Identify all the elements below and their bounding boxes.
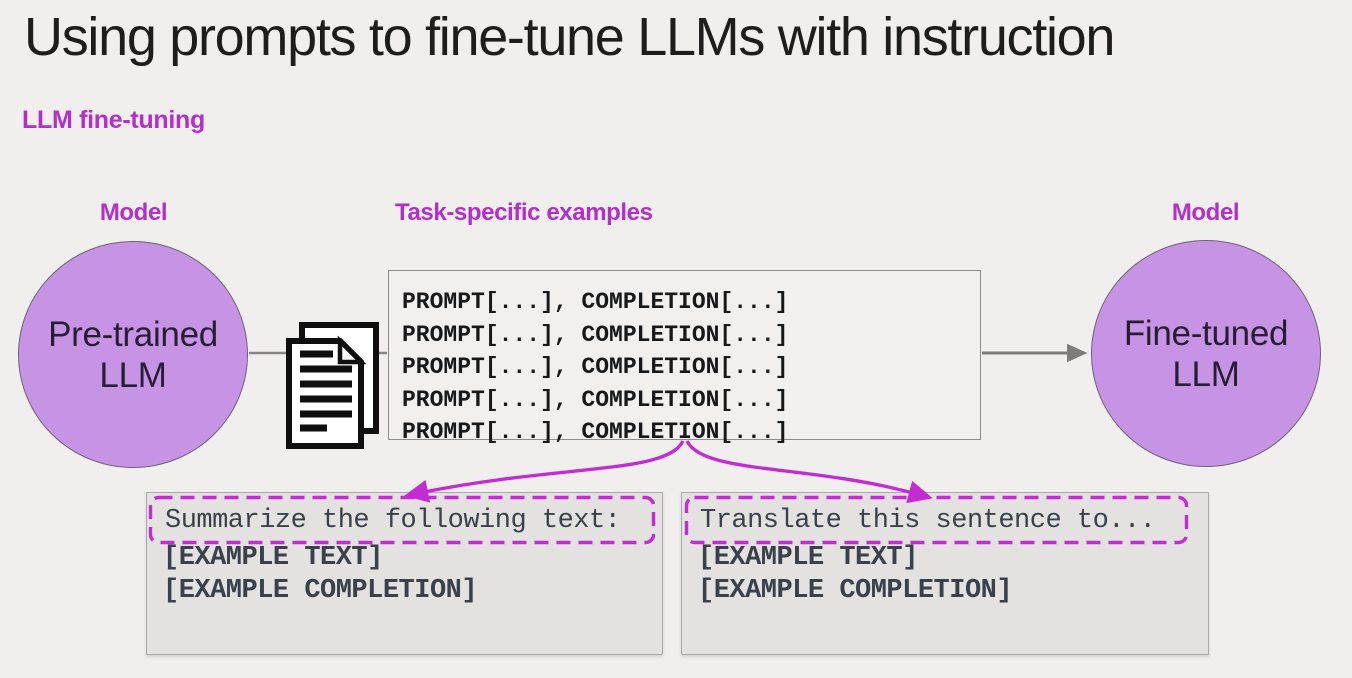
example-card-summarize: Summarize the following text: [EXAMPLE T… <box>146 492 663 655</box>
task-examples-rows: PROMPT[...], COMPLETION[...] PROMPT[...],… <box>389 271 980 449</box>
node-pretrained-llm-label: Pre-trained LLM <box>48 314 218 395</box>
split-arrow-right <box>685 440 933 504</box>
example-row: [EXAMPLE TEXT] <box>163 543 383 573</box>
instruction-translate: Translate this sentence to... <box>700 506 1156 536</box>
node-finetuned-llm: Fine-tuned LLM <box>1091 240 1321 467</box>
example-row: [EXAMPLE COMPLETION] <box>698 575 1013 606</box>
label-model-left: Model <box>99 199 168 226</box>
section-subtitle: LLM fine-tuning <box>22 106 205 134</box>
node-finetuned-llm-label: Fine-tuned LLM <box>1123 313 1289 394</box>
prompt-completion-row: PROMPT[...], COMPLETION[...] <box>402 289 789 315</box>
page-title: Using prompts to fine-tune LLMs with ins… <box>24 7 1115 67</box>
prompt-completion-row: PROMPT[...], COMPLETION[...] <box>402 321 789 348</box>
node-pretrained-llm: Pre-trained LLM <box>18 241 248 468</box>
prompt-completion-row: PROMPT[...], COMPLETION[...] <box>402 419 789 445</box>
example-row: [EXAMPLE TEXT] <box>698 543 918 573</box>
label-model-right: Model <box>1171 199 1240 226</box>
prompt-completion-row: PROMPT[...], COMPLETION[...] <box>402 386 789 413</box>
example-rows: [EXAMPLE TEXT][EXAMPLE COMPLETION] <box>698 542 1013 607</box>
instruction-summarize: Summarize the following text: <box>165 506 621 536</box>
documents-icon <box>286 322 379 449</box>
task-examples-box: PROMPT[...], COMPLETION[...] PROMPT[...],… <box>388 270 981 445</box>
label-task-specific-examples: Task-specific examples <box>395 199 653 226</box>
example-row: [EXAMPLE COMPLETION] <box>163 575 478 606</box>
prompt-completion-row: PROMPT[...], COMPLETION[...] <box>402 354 789 380</box>
example-card-translate: Translate this sentence to... [EXAMPLE T… <box>681 492 1209 655</box>
example-rows: [EXAMPLE TEXT][EXAMPLE COMPLETION] <box>163 542 478 607</box>
split-arrow-left <box>403 440 685 503</box>
